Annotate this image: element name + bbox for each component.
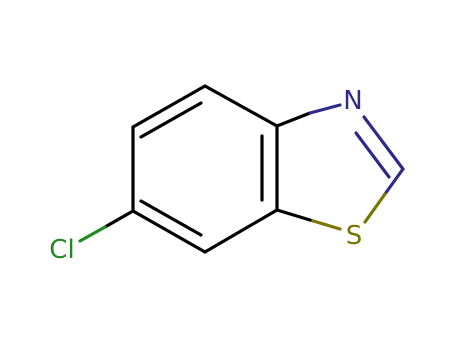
bond-c4-c5-inner (139, 101, 203, 139)
bond-c2-s (383, 167, 405, 196)
bond-c6-c7-inner (139, 199, 203, 237)
bond-s-c3a (275, 208, 312, 222)
bond-c7a-c4 (203, 84, 279, 128)
atom-label-nitrogen: N (343, 86, 362, 116)
thiazole-ring (275, 103, 405, 231)
chloro-substituent (78, 209, 135, 243)
bond-c7-c3a (203, 208, 279, 254)
bond-c6-c7 (131, 209, 207, 254)
atom-label-chlorine: Cl (49, 235, 74, 265)
bond-n-c2 (362, 115, 405, 171)
bond-c6-cl-hetero (78, 225, 107, 243)
bond-n-c2-inner (354, 131, 391, 179)
benzene-ring (131, 84, 279, 254)
bond-c4-c5 (131, 84, 207, 129)
bond-c7a-n (275, 111, 312, 128)
bond-c2-s-hetero (363, 192, 387, 224)
bond-c7a-n-hetero (308, 103, 342, 115)
atom-label-sulfur: S (346, 221, 363, 251)
bond-c6-cl (103, 209, 135, 229)
bond-s-c3a-hetero (308, 218, 342, 231)
